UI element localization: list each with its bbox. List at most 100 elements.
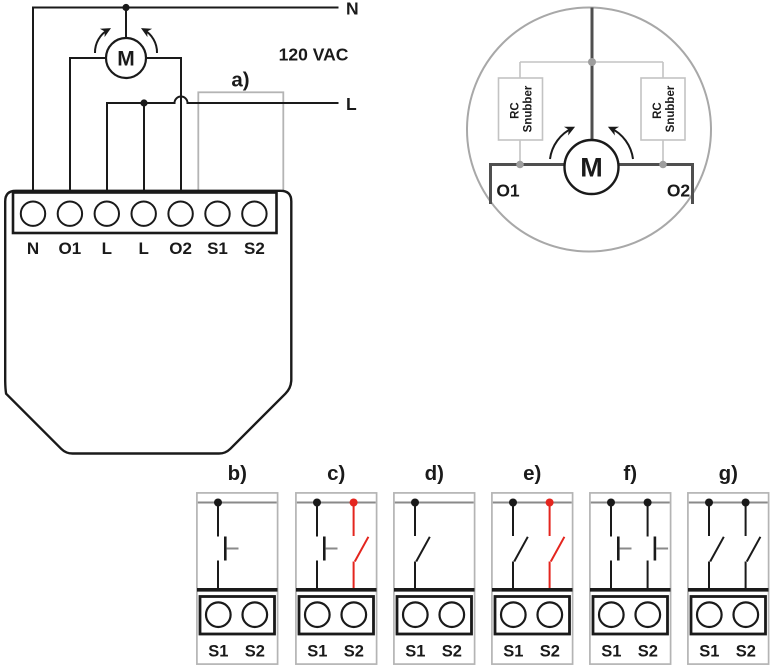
svg-text:O1: O1 xyxy=(59,239,82,258)
rotation-arrow-right xyxy=(607,126,634,160)
terminal-screw-s1 xyxy=(695,601,723,629)
momentary-button-symbol xyxy=(217,503,239,589)
toggle-switch-symbol xyxy=(352,503,370,589)
toggle-switch-symbol xyxy=(548,503,566,589)
wiring-option-cell: S1 S2 xyxy=(295,492,378,665)
junction-dot-right xyxy=(659,160,667,169)
wiring-option-cell: S1 S2 xyxy=(393,492,476,665)
wires xyxy=(32,6,339,192)
terminal-label-s2: S2 xyxy=(638,643,658,661)
motor-label: M xyxy=(117,48,135,71)
rotation-arrow-right xyxy=(140,28,159,54)
motor-label: M xyxy=(580,153,603,183)
terminal-screw-s2 xyxy=(340,601,368,629)
junction-dot xyxy=(607,498,615,507)
rc-snubber-text-left: RC Snubber xyxy=(510,85,535,132)
cell-frame xyxy=(196,492,279,665)
relay-device-outline xyxy=(4,189,293,455)
live-line-label: L xyxy=(346,94,357,114)
svg-text:O2: O2 xyxy=(169,239,192,258)
junction-dot-left xyxy=(516,160,524,169)
terminal-labels: N O1 L L O2 S1 S2 xyxy=(27,239,265,258)
motor-detail-diagram: RC Snubber RC Snubber M O1 O2 xyxy=(466,6,712,253)
neutral-wire xyxy=(32,6,339,192)
wiring-option-cell: S1 S2 xyxy=(491,492,574,665)
junction-dot-n xyxy=(122,3,130,12)
terminal-label-s2: S2 xyxy=(442,643,462,661)
momentary-button-symbol xyxy=(316,503,338,589)
wiring-option-cell: S1 S2 xyxy=(196,492,279,665)
wiring-option-label: d) xyxy=(424,462,444,485)
junction-dot xyxy=(509,498,517,507)
motor-circle xyxy=(563,138,620,196)
live-wire xyxy=(106,95,339,192)
rc-snubber-box-right xyxy=(640,77,686,141)
toggle-switch-symbol xyxy=(708,503,725,589)
terminal-label-s2: S2 xyxy=(245,643,265,661)
terminal-label-s1: S1 xyxy=(208,643,228,661)
terminal-screw-s1 xyxy=(204,601,232,629)
terminal-screw-s1 xyxy=(303,601,331,629)
cell-frame xyxy=(491,492,574,665)
wiring-option-label: e) xyxy=(523,462,542,485)
momentary-button-symbol xyxy=(646,503,669,589)
junction-dot xyxy=(313,498,321,507)
junction-dot xyxy=(705,498,713,507)
terminal-label-s2: S2 xyxy=(540,643,560,661)
junction-dot xyxy=(349,498,358,507)
terminal-screw-s2 xyxy=(241,601,269,629)
rotation-arrows xyxy=(93,28,159,54)
terminal-screw-s1 xyxy=(499,601,527,629)
cell-frame xyxy=(589,492,672,665)
svg-text:N: N xyxy=(27,239,39,258)
svg-text:L: L xyxy=(102,239,112,258)
output2-label: O2 xyxy=(667,181,691,201)
toggle-switch-symbol xyxy=(512,503,529,589)
callout-a-label: a) xyxy=(231,69,249,92)
junction-dot xyxy=(643,498,652,507)
junction-dot-top xyxy=(588,58,596,66)
motor-circle xyxy=(104,36,148,80)
terminal-label-s1: S1 xyxy=(307,643,327,661)
wiring-option-label: c) xyxy=(327,462,346,485)
wiring-option-label: b) xyxy=(227,462,247,485)
terminal-label-s2: S2 xyxy=(344,643,364,661)
rotation-arrow-left xyxy=(93,28,112,54)
detail-bubble-circle xyxy=(466,6,712,253)
wiring-option-label: g) xyxy=(718,462,738,485)
output1-label: O1 xyxy=(496,181,520,201)
junction-dot xyxy=(545,498,554,507)
junction-dot-l xyxy=(140,99,148,107)
terminal-screw-s2 xyxy=(634,601,662,629)
wiring-option-label: f) xyxy=(623,462,638,485)
terminal-label-s1: S1 xyxy=(503,643,523,661)
terminal-label-s1: S1 xyxy=(405,643,425,661)
motor-o2-wire xyxy=(145,57,182,192)
svg-text:S2: S2 xyxy=(244,239,265,258)
terminal-label-s2: S2 xyxy=(736,643,756,661)
terminal-screw-s1 xyxy=(401,601,429,629)
voltage-label: 120 VAC xyxy=(279,45,349,65)
motor-o1-wire xyxy=(69,57,107,192)
rc-snubber-text-right: RC Snubber xyxy=(652,85,677,132)
junction-dot xyxy=(741,498,750,507)
svg-text:S1: S1 xyxy=(207,239,228,258)
momentary-button-symbol xyxy=(610,503,632,589)
cell-frame xyxy=(393,492,476,665)
rotation-arrow-left xyxy=(549,126,576,160)
cell-frame xyxy=(295,492,378,665)
terminal-screw-s2 xyxy=(732,601,760,629)
terminal-screw-s1 xyxy=(597,601,625,629)
terminal-screws xyxy=(19,200,268,227)
toggle-switch-symbol xyxy=(744,503,762,589)
junction-dot xyxy=(214,498,222,507)
svg-text:L: L xyxy=(139,239,149,258)
neutral-line-label: N xyxy=(346,0,359,19)
terminal-screw-s2 xyxy=(438,601,466,629)
power-wiring-diagram: N O1 L L O2 S1 S2 M N L 120 VAC xyxy=(4,0,359,455)
junction-dot xyxy=(411,498,419,507)
rc-snubber-box-left xyxy=(497,77,544,141)
